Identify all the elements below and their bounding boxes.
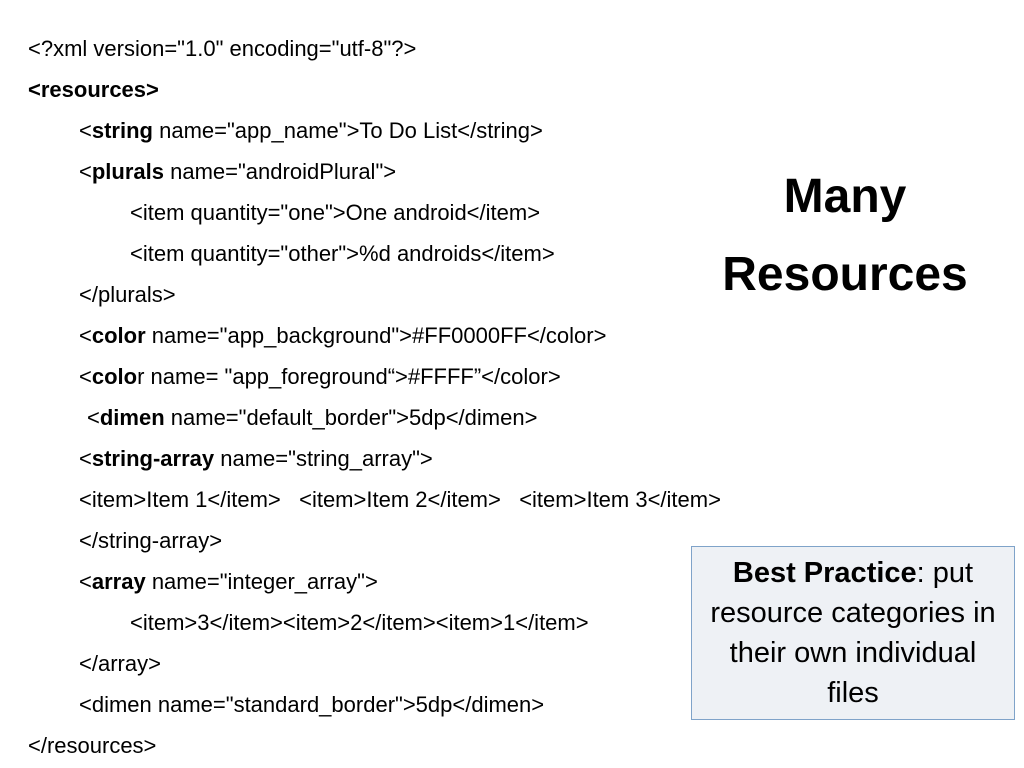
code-line-resources-open: <resources>	[28, 77, 159, 103]
code-text: <?xml version="1.0" encoding="utf-8"?>	[28, 36, 417, 61]
code-text: <item>3</item><item>2</item><item>1</ite…	[130, 610, 589, 635]
code-text: <item>Item 1</item> <item>Item 2</item> …	[79, 487, 721, 512]
code-keyword: array	[91, 569, 146, 594]
code-line-dimen-standard: <dimen name="standard_border">5dp</dimen…	[79, 692, 544, 718]
code-text: name="string_array">	[214, 446, 433, 471]
code-text: name="app_background">#FF0000FF</color>	[145, 323, 607, 348]
best-practice-callout: Best Practice: put resource categories i…	[691, 546, 1015, 720]
code-line-array-items: <item>3</item><item>2</item><item>1</ite…	[130, 610, 589, 636]
code-line-plurals-open: <plurals name="androidPlural">	[79, 159, 396, 185]
code-line-string-array-items: <item>Item 1</item> <item>Item 2</item> …	[79, 487, 721, 513]
callout-body: : put resource categories in their own i…	[710, 557, 996, 709]
code-keyword: colo	[91, 364, 138, 389]
code-text: r name= "app_foreground“>#FFFF”</color>	[137, 364, 561, 389]
code-line-dimen-default: <dimen name="default_border">5dp</dimen>	[87, 405, 537, 431]
code-text: <	[79, 159, 92, 184]
code-text: name="androidPlural">	[164, 159, 397, 184]
code-line-color-foreground: <color name= "app_foreground“>#FFFF”</co…	[79, 364, 561, 390]
code-keyword: dimen	[99, 405, 165, 430]
code-line-plural-other: <item quantity="other">%d androids</item…	[130, 241, 555, 267]
code-text: <	[79, 569, 92, 594]
code-keyword: string-array	[91, 446, 215, 471]
code-keyword: plurals	[91, 159, 164, 184]
code-text: </string-array>	[79, 528, 223, 553]
code-text: </plurals>	[79, 282, 176, 307]
code-text: <dimen name="standard_border">5dp</dimen…	[79, 692, 545, 717]
code-text: <item quantity="other">%d androids</item…	[130, 241, 555, 266]
code-line-array-close: </array>	[79, 651, 161, 677]
code-keyword: color	[91, 323, 146, 348]
code-text: <	[79, 118, 92, 143]
code-line-string-array-close: </string-array>	[79, 528, 222, 554]
code-line-string-array-open: <string-array name="string_array">	[79, 446, 433, 472]
code-text: name="app_name">To Do List</string>	[152, 118, 543, 143]
code-text: name="default_border">5dp</dimen>	[164, 405, 538, 430]
callout-bold-label: Best Practice	[732, 557, 917, 589]
code-text: </array>	[79, 651, 161, 676]
callout-text: Best Practice: put resource categories i…	[702, 553, 1004, 713]
code-text: <item quantity="one">One android</item>	[130, 200, 541, 225]
code-text: </resources>	[28, 733, 157, 758]
code-text: name="integer_array">	[145, 569, 378, 594]
code-keyword: <resources>	[28, 77, 159, 102]
code-line-string: <string name="app_name">To Do List</stri…	[79, 118, 543, 144]
code-line-xml-declaration: <?xml version="1.0" encoding="utf-8"?>	[28, 36, 416, 62]
xml-code-block: <?xml version="1.0" encoding="utf-8"?> <…	[28, 36, 721, 759]
code-line-plurals-close: </plurals>	[79, 282, 176, 308]
code-text: <	[79, 323, 92, 348]
code-line-array-open: <array name="integer_array">	[79, 569, 378, 595]
code-keyword: string	[91, 118, 153, 143]
code-text: <	[79, 364, 92, 389]
slide-title: Many Resources	[700, 158, 990, 314]
slide-title-line-2: Resources	[722, 248, 968, 301]
code-text: <	[87, 405, 100, 430]
code-line-plural-one: <item quantity="one">One android</item>	[130, 200, 540, 226]
slide-title-line-1: Many	[783, 170, 907, 223]
code-line-resources-close: </resources>	[28, 733, 156, 759]
code-text: <	[79, 446, 92, 471]
code-line-color-background: <color name="app_background">#FF0000FF</…	[79, 323, 606, 349]
